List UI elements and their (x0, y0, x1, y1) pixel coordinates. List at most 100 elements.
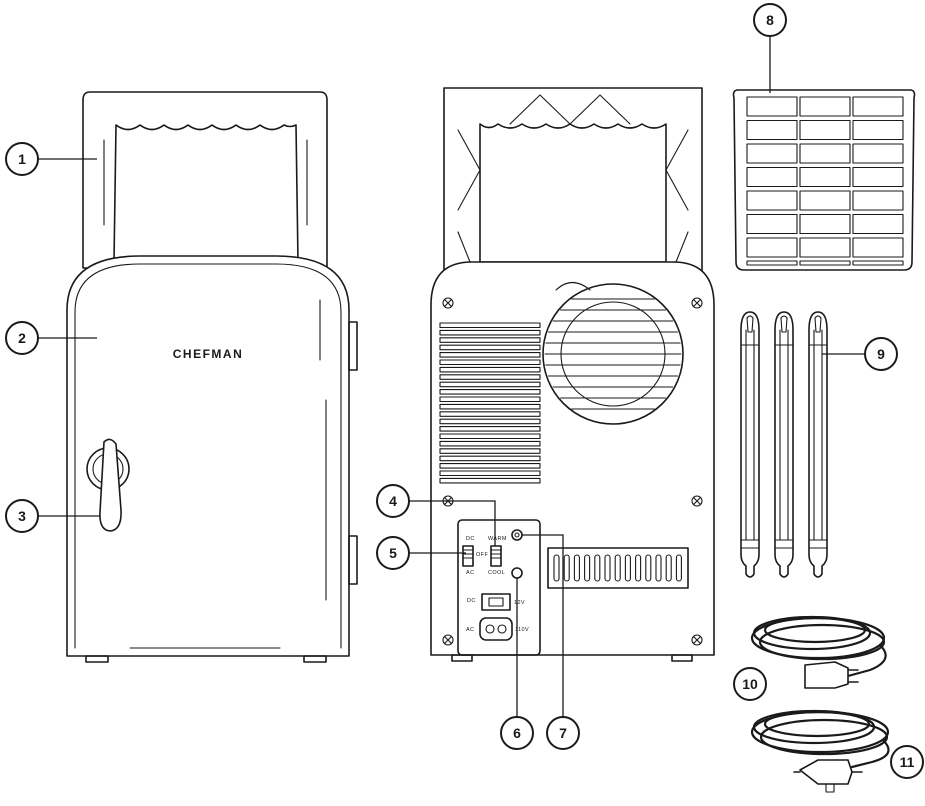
callout-4: 4 (376, 484, 410, 518)
port-label-110v: 110V (515, 627, 529, 633)
svg-text:7: 7 (559, 725, 567, 741)
vent-slat (439, 455, 541, 462)
vent-slat (439, 322, 541, 329)
callout-9: 9 (864, 337, 898, 371)
svg-text:5: 5 (389, 545, 397, 561)
callout-11: 11 (890, 745, 924, 779)
vent-slat (439, 426, 541, 432)
control-panel: DC WARM OFF AC COOL DC 12V AC 110V (457, 519, 541, 656)
tray-cell (852, 119, 904, 141)
lower-slot (624, 554, 631, 582)
svg-text:1: 1 (18, 151, 26, 167)
ice-packs (740, 311, 828, 578)
ice-pack (808, 311, 828, 578)
svg-text:9: 9 (877, 346, 885, 362)
callout-7: 7 (546, 716, 580, 750)
svg-text:8: 8 (766, 12, 774, 28)
mode-switch[interactable] (490, 545, 502, 567)
ice-pack-cap (780, 315, 788, 333)
lower-slot (594, 554, 601, 582)
lower-slot (584, 554, 591, 582)
callouts: 1 2 3 4 5 6 7 8 9 10 11 (5, 3, 924, 779)
vent-slat (439, 433, 541, 440)
lower-vent-slots (547, 547, 689, 589)
callout-5: 5 (376, 536, 410, 570)
ac-power-cord (750, 615, 887, 689)
ice-pack-body (774, 311, 794, 578)
tray-cell (852, 213, 904, 235)
door-handle (86, 438, 130, 532)
callout-10: 10 (733, 667, 767, 701)
tray-cell (746, 190, 798, 211)
callout-6: 6 (500, 716, 534, 750)
vent-slat (439, 470, 541, 477)
lower-slot (553, 554, 560, 582)
lower-slot (573, 554, 580, 582)
ice-pack-cap (746, 315, 754, 333)
tray-cell-strip (799, 260, 851, 266)
fan-grille (542, 283, 684, 425)
vent-slat (439, 403, 541, 410)
lower-slot (655, 554, 662, 582)
vent-slat (439, 374, 541, 380)
vent-slat (439, 396, 541, 403)
switch-label-dc: DC (466, 536, 475, 542)
vent-slat (439, 329, 541, 336)
tray-cell (799, 143, 851, 164)
tray-cell-strip (852, 260, 904, 266)
vent-slat (439, 463, 541, 469)
vent-slat (439, 359, 541, 366)
tray-cell (746, 96, 798, 117)
lower-slot (563, 554, 570, 582)
tray-cell (799, 190, 851, 211)
ice-tray (732, 89, 916, 271)
vent-slat (439, 448, 541, 454)
vent-slat (439, 440, 541, 447)
tray-cell (746, 213, 798, 235)
tray-cell (852, 96, 904, 117)
vent-slat (439, 477, 541, 484)
svg-text:2: 2 (18, 330, 26, 346)
tray-cell (852, 143, 904, 164)
switch-label-ac: AC (466, 570, 474, 576)
brand-label: CHEFMAN (173, 347, 244, 361)
tray-cell (852, 190, 904, 211)
dc-port[interactable] (481, 593, 511, 611)
tray-cell-strip (746, 260, 798, 266)
ice-pack-band (774, 344, 794, 549)
ice-pack-cap (814, 315, 822, 333)
switch-label-warm: WARM (488, 536, 507, 542)
switch-label-cool: COOL (488, 570, 505, 576)
callout-1: 1 (5, 142, 39, 176)
ac-port[interactable] (479, 617, 513, 641)
lower-slot (614, 554, 621, 582)
ice-pack-body (808, 311, 828, 578)
vent-slat (439, 389, 541, 395)
tray-cells (746, 96, 904, 266)
lower-slot (675, 554, 682, 582)
tray-cell (852, 166, 904, 188)
callout-2: 2 (5, 321, 39, 355)
svg-text:3: 3 (18, 508, 26, 524)
back-view: DC WARM OFF AC COOL DC 12V AC 110V (430, 87, 715, 662)
dc-car-cord (750, 709, 890, 793)
switch-label-off: OFF (476, 552, 488, 558)
vent-grille (439, 322, 541, 484)
ice-pack-band (808, 344, 828, 549)
vent-slat (439, 352, 541, 358)
tray-cell (746, 143, 798, 164)
ice-pack (774, 311, 794, 578)
callout-8: 8 (753, 3, 787, 37)
leader-lines (38, 36, 865, 717)
power-switch[interactable] (462, 545, 474, 567)
vent-slat (439, 381, 541, 388)
svg-text:4: 4 (389, 493, 397, 509)
front-view: CHEFMAN (66, 91, 358, 663)
tray-cell (746, 119, 798, 141)
vent-slat (439, 418, 541, 425)
lower-slot (665, 554, 672, 582)
ice-pack-band (740, 344, 760, 549)
front-handle (82, 91, 328, 269)
port-label-dc: DC (467, 598, 476, 604)
